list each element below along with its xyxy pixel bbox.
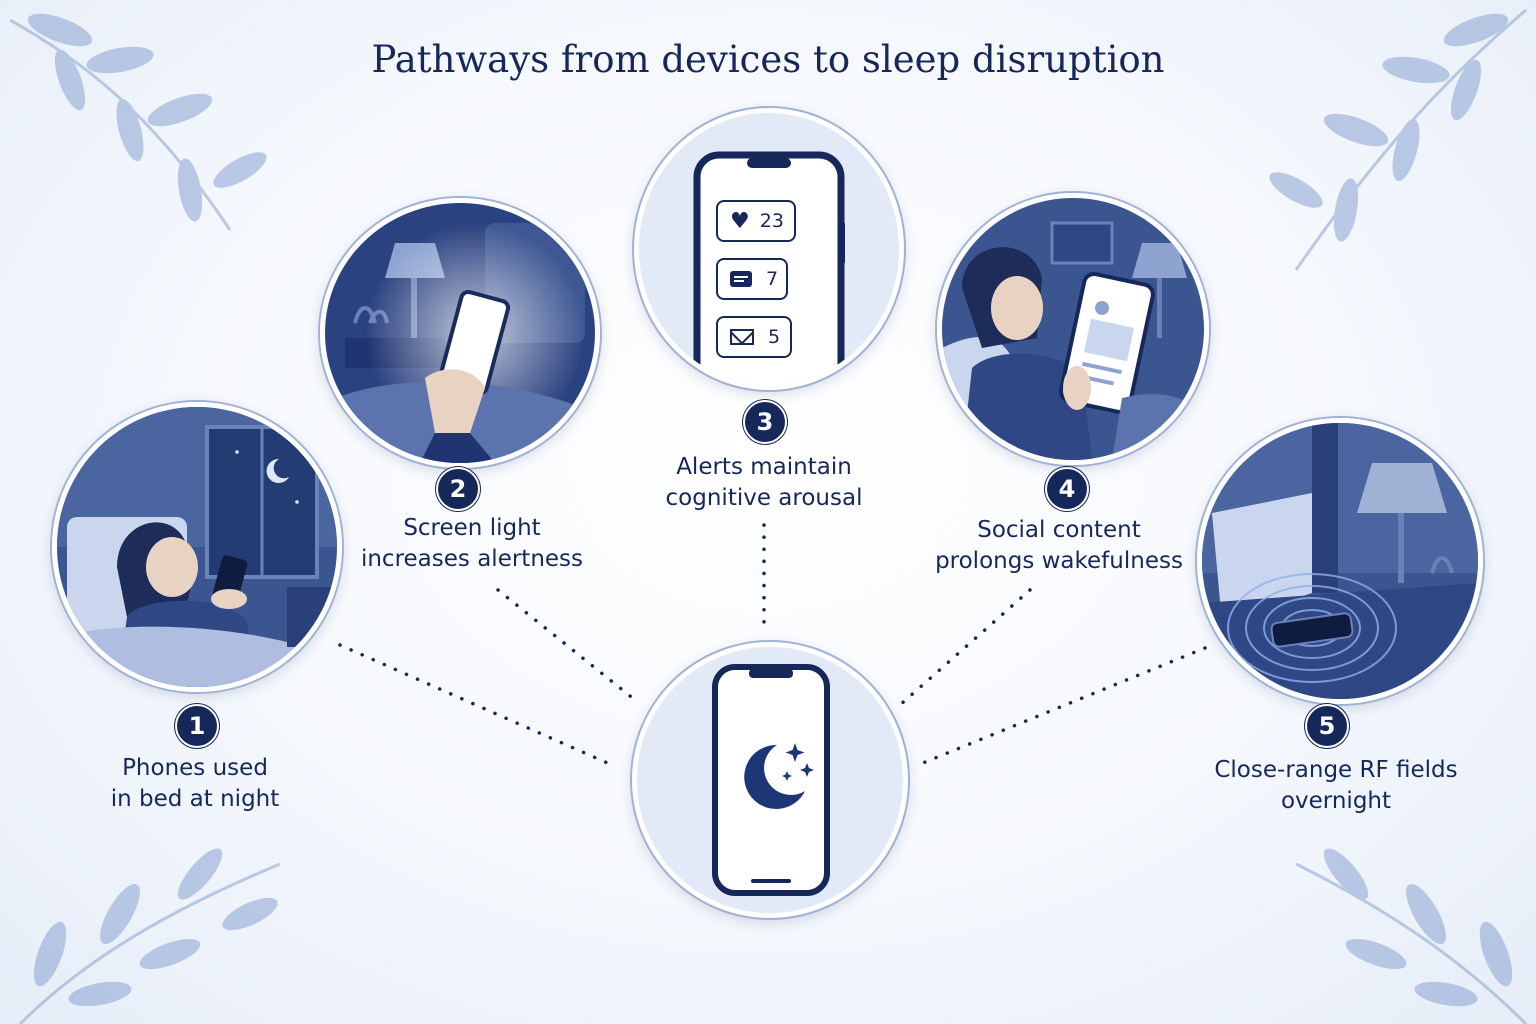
notification-likes: ♥ 23 bbox=[716, 200, 796, 242]
notification-messages-count: 7 bbox=[766, 268, 779, 290]
pathway-3-label: Alerts maintain cognitive arousal bbox=[614, 452, 914, 514]
pathway-4-label-line1: Social content bbox=[977, 517, 1141, 543]
connector-4 bbox=[898, 588, 1032, 707]
pathway-3-illustration bbox=[634, 108, 904, 390]
pathway-3-number-badge: 3 bbox=[743, 400, 787, 444]
notification-mail-count: 5 bbox=[768, 326, 781, 348]
pathway-2-label-line2: increases alertness bbox=[360, 546, 584, 572]
pathway-1-number-badge: 1 bbox=[175, 704, 219, 748]
heart-icon: ♥ bbox=[730, 208, 750, 234]
pathway-1-label: Phones used in bed at night bbox=[45, 753, 345, 815]
pathway-1-label-line2: in bed at night bbox=[110, 786, 280, 812]
pathway-2-number-badge: 2 bbox=[436, 467, 480, 511]
page-title: Pathways from devices to sleep disruptio… bbox=[371, 38, 1165, 81]
pathway-4-number-badge: 4 bbox=[1045, 467, 1089, 511]
pathway-5-number-badge: 5 bbox=[1305, 704, 1349, 748]
pathway-1-illustration bbox=[52, 402, 342, 692]
pathway-3-label-line1: Alerts maintain bbox=[676, 454, 852, 480]
chat-icon bbox=[730, 271, 752, 287]
mail-icon bbox=[730, 329, 754, 345]
connector-2 bbox=[496, 588, 637, 702]
pathway-3-label-line2: cognitive arousal bbox=[665, 485, 863, 511]
notification-messages: 7 bbox=[716, 258, 788, 300]
leaf-decoration-bottom-left bbox=[18, 848, 281, 1024]
notification-mail: 5 bbox=[716, 316, 792, 358]
connector-1 bbox=[338, 643, 614, 767]
connector-5 bbox=[916, 646, 1207, 767]
leaf-decoration-bottom-right bbox=[1295, 848, 1528, 1024]
pathway-5-label: Close-range RF fields overnight bbox=[1186, 755, 1486, 817]
notification-likes-count: 23 bbox=[759, 210, 784, 232]
leaf-decoration-top-left bbox=[9, 13, 267, 231]
pathway-1-label-line1: Phones used bbox=[122, 755, 268, 781]
pathway-2-label: Screen light increases alertness bbox=[322, 513, 622, 575]
leaf-decoration-top-right bbox=[1269, 8, 1527, 271]
pathway-4-illustration bbox=[937, 193, 1209, 465]
pathway-5-label-line2: overnight bbox=[1280, 788, 1392, 814]
pathway-5-label-line1: Close-range RF fields bbox=[1214, 757, 1458, 783]
center-phone-illustration bbox=[632, 642, 908, 918]
pathway-4-label: Social content prolongs wakefulness bbox=[909, 515, 1209, 577]
pathway-2-label-line1: Screen light bbox=[403, 515, 541, 541]
pathway-2-illustration bbox=[320, 198, 600, 468]
pathway-5-illustration bbox=[1197, 418, 1483, 704]
crescent-moon-stars-icon bbox=[744, 743, 814, 809]
pathway-4-label-line2: prolongs wakefulness bbox=[935, 548, 1183, 574]
